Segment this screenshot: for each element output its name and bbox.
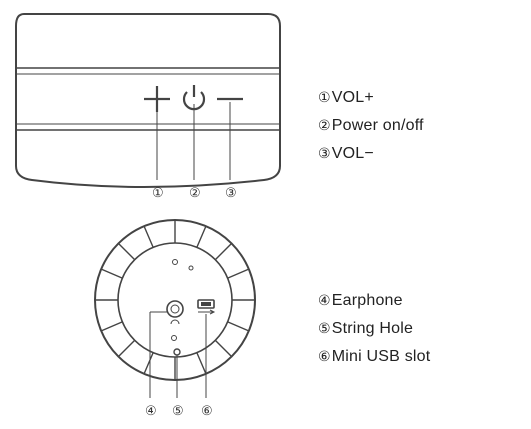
legend-number: ② bbox=[318, 118, 331, 134]
legend-item-power: ②Power on/off bbox=[318, 112, 424, 140]
speaker-top-view bbox=[16, 14, 280, 187]
legend-number: ③ bbox=[318, 146, 331, 162]
legend-label: Mini USB slot bbox=[332, 348, 431, 365]
screw-hole bbox=[189, 266, 193, 270]
mini-usb-icon bbox=[198, 300, 214, 314]
legend-ports: ④Earphone ⑤String Hole ⑥Mini USB slot bbox=[318, 287, 430, 371]
speaker-bottom-view bbox=[95, 220, 255, 398]
string-hole-icon bbox=[174, 349, 180, 355]
legend-label: Earphone bbox=[332, 292, 403, 309]
speaker-outline bbox=[16, 14, 280, 187]
callout-2: ② bbox=[189, 186, 201, 201]
legend-item-string-hole: ⑤String Hole bbox=[318, 315, 430, 343]
callout-4: ④ bbox=[145, 404, 157, 419]
legend-item-earphone: ④Earphone bbox=[318, 287, 430, 315]
legend-label: String Hole bbox=[332, 320, 413, 337]
earphone-jack-icon bbox=[167, 301, 183, 324]
callout-5: ⑤ bbox=[172, 404, 184, 419]
legend-label: VOL− bbox=[332, 145, 374, 162]
vol-plus-icon bbox=[144, 86, 170, 112]
callout-1: ① bbox=[152, 186, 164, 201]
legend-label: Power on/off bbox=[332, 117, 424, 134]
legend-item-vol-plus: ①VOL+ bbox=[318, 84, 424, 112]
screw-hole bbox=[173, 260, 178, 265]
callout-6: ⑥ bbox=[201, 404, 213, 419]
legend-number: ① bbox=[318, 90, 331, 106]
legend-buttons: ①VOL+ ②Power on/off ③VOL− bbox=[318, 84, 424, 168]
screw-hole bbox=[172, 336, 177, 341]
legend-number: ④ bbox=[318, 293, 331, 309]
legend-number: ⑥ bbox=[318, 349, 331, 365]
legend-label: VOL+ bbox=[332, 89, 374, 106]
legend-number: ⑤ bbox=[318, 321, 331, 337]
base-grip-segments bbox=[95, 220, 255, 380]
legend-item-vol-minus: ③VOL− bbox=[318, 140, 424, 168]
legend-item-mini-usb: ⑥Mini USB slot bbox=[318, 343, 430, 371]
callout-3: ③ bbox=[225, 186, 237, 201]
